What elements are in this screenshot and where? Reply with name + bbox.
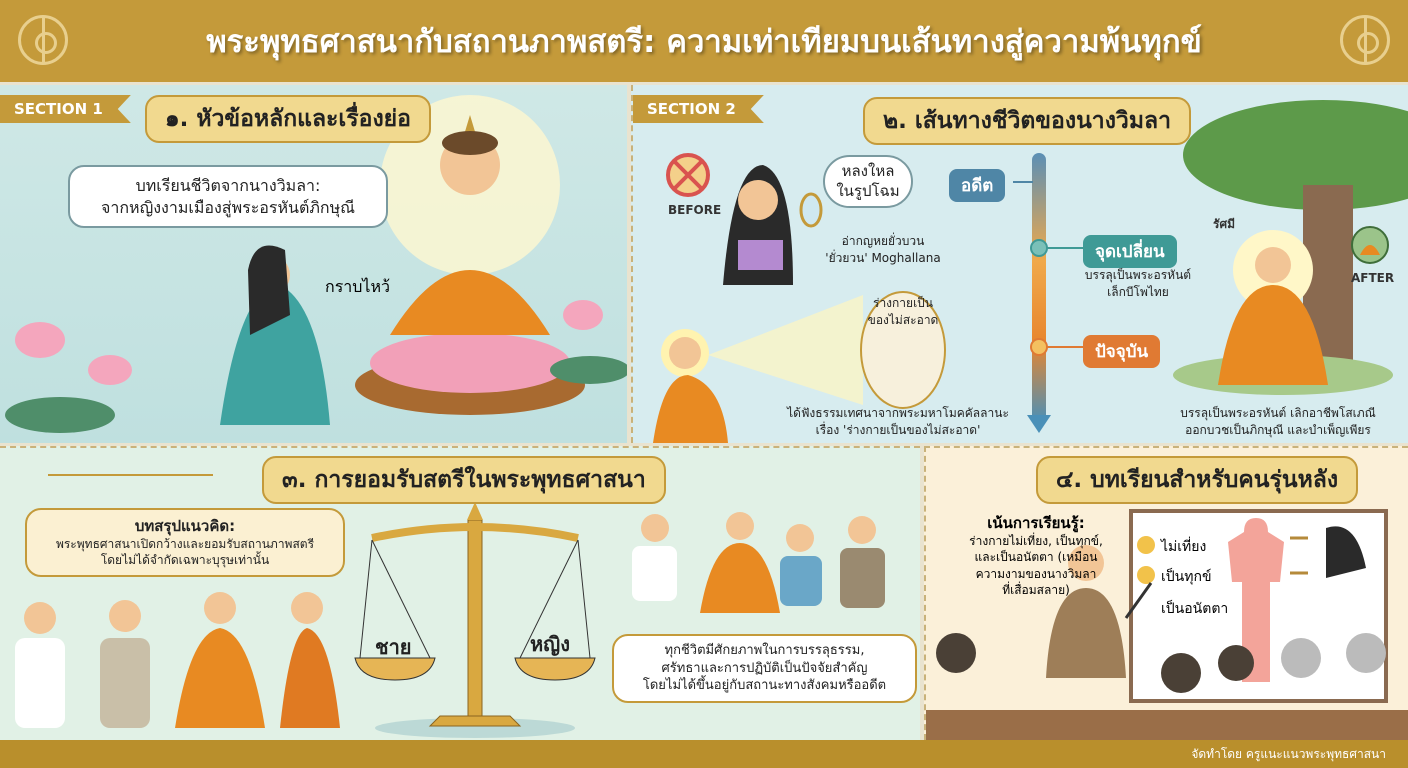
thought-bubble: หลงใหล ในรูปโฉม xyxy=(823,155,913,208)
section-3-panel: ๓. การยอมรับสตรีในพระพุทธศาสนา ชาย หญิง … xyxy=(0,446,920,740)
message-line: โดยไม่ได้ขึ้นอยู่กับสถานะทางสังคมหรืออดี… xyxy=(642,678,887,694)
caption-line: บรรลุเป็นพระอรหันต์ เลิกอาชีพโสเภณี xyxy=(1180,406,1376,420)
summary-heading: บทสรุปแนวคิด: xyxy=(134,517,236,535)
divider-line xyxy=(48,474,213,476)
scale-and-people-illustration xyxy=(15,502,885,738)
message-line: ศรัทธาและการปฏิบัติเป็นปัจจัยสำคัญ xyxy=(661,660,868,676)
section-2-title: ๒. เส้นทางชีวิตของนางวิมลา xyxy=(863,97,1192,145)
thought-line: ในรูปโฉม xyxy=(836,182,900,201)
section-3-title: ๓. การยอมรับสตรีในพระพุทธศาสนา xyxy=(262,456,666,504)
focus-heading: เน้นการเรียนรู้: xyxy=(987,514,1085,532)
timeline-present: ปัจจุบัน xyxy=(1083,335,1161,368)
section-2-panel: SECTION 2 ๒. เส้นทางชีวิตของนางวิมลา BEF… xyxy=(631,85,1408,443)
focus-text: เน้นการเรียนรู้: ร่างกายไม่เที่ยง, เป็นท… xyxy=(946,513,1126,598)
board-item: เป็นอนัตตา xyxy=(1161,601,1229,617)
timeline-turning-point: จุดเปลี่ยน xyxy=(1083,235,1177,268)
speech-bubble: บทเรียนชีวิตจากนางวิมลา: จากหญิงงามเมือง… xyxy=(68,165,388,229)
dharma-wheel-icon xyxy=(18,15,68,65)
header-banner: พระพุทธศาสนากับสถานภาพสตรี: ความเท่าเทีย… xyxy=(0,0,1408,82)
turning-point-caption: บรรลุเป็นพระอรหันต์ เล็กบีโพไทย xyxy=(1073,267,1203,301)
scale-label-women: หญิง xyxy=(530,632,570,656)
summary-line: พระพุทธศาสนาเปิดกว้างและยอมรับสถานภาพสตร… xyxy=(55,537,315,552)
message-line: ทุกชีวิตมีศักยภาพในการบรรลุธรรม, xyxy=(664,643,865,658)
caption-line: อ่ากญหยยั่วบวน xyxy=(841,234,925,248)
before-caption: อ่ากญหยยั่วบวน 'ยั่วยวน' Moghallana xyxy=(813,233,953,267)
message-box: ทุกชีวิตมีศักยภาพในการบรรลุธรรม, ศรัทธาแ… xyxy=(612,634,917,703)
page-title: พระพุทธศาสนากับสถานภาพสตรี: ความเท่าเทีย… xyxy=(206,24,1202,60)
before-label: BEFORE xyxy=(668,203,722,217)
caption-line: เล็กบีโพไทย xyxy=(1107,284,1169,299)
caption-line: ร่างกายเป็น xyxy=(873,296,933,310)
buddha-illustration xyxy=(5,95,627,433)
caption-line: บรรลุเป็นพระอรหันต์ xyxy=(1084,268,1192,282)
gesture-label: กราบไหว้ xyxy=(325,277,390,296)
section-4-panel: ๔. บทเรียนสำหรับคนรุ่นหลัง เน้นการเรียนร… xyxy=(924,446,1408,740)
speech-line: บทเรียนชีวิตจากนางวิมลา: xyxy=(135,176,321,195)
thought-line: หลงใหล xyxy=(841,162,895,180)
footer: จัดทำโดย ครูแนะแนวพระพุทธศาสนา xyxy=(0,740,1408,768)
focus-line: ความงามของนางวิมลา xyxy=(975,566,1097,581)
caption-line: 'ยั่วยวน' Moghallana xyxy=(825,250,941,265)
credit-text: จัดทำโดย ครูแนะแนวพระพุทธศาสนา xyxy=(1191,746,1386,761)
scale-label-men: ชาย xyxy=(375,635,412,659)
summary-line: โดยไม่ได้จำกัดเฉพาะบุรุษเท่านั้น xyxy=(100,553,270,568)
focus-line: และเป็นอนัตตา (เหมือน xyxy=(974,550,1098,565)
after-caption: บรรลุเป็นพระอรหันต์ เลิกอาชีพโสเภณี ออกบ… xyxy=(1153,405,1403,439)
section-1-ribbon: SECTION 1 xyxy=(0,95,131,123)
section-1-title: ๑. หัวข้อหลักและเรื่องย่อ xyxy=(145,95,431,143)
focus-line: ร่างกายไม่เที่ยง, เป็นทุกข์, xyxy=(969,534,1103,549)
halo-label: รัศมี xyxy=(1213,217,1235,231)
focus-line: ที่เสื่อมสลาย) xyxy=(1002,582,1070,597)
teaching-caption: ได้ฟังธรรมเทศนาจากพระมหาโมคคัลลานะ เรื่อ… xyxy=(773,405,1023,439)
dharma-wheel-icon xyxy=(1340,15,1390,65)
caption-line: ออกบวชเป็นภิกษุณี และบำเพ็ญเพียร xyxy=(1185,422,1371,437)
section-4-title: ๔. บทเรียนสำหรับคนรุ่นหลัง xyxy=(1036,456,1359,504)
board-item: เป็นทุกข์ xyxy=(1161,569,1212,585)
section-1-panel: SECTION 1 ๑. หัวข้อหลักและเรื่องย่อ บทเร… xyxy=(0,85,627,443)
caption-line: เรื่อง 'ร่างกายเป็นของไม่สะอาด' xyxy=(815,422,981,437)
summary-box: บทสรุปแนวคิด: พระพุทธศาสนาเปิดกว้างและยอ… xyxy=(25,508,345,577)
board-item: ไม่เที่ยง xyxy=(1161,539,1207,555)
section-2-ribbon: SECTION 2 xyxy=(633,95,764,123)
insight-text: ร่างกายเป็น ของไม่สะอาด xyxy=(863,295,943,329)
speech-line: จากหญิงงามเมืองสู่พระอรหันต์ภิกษุณี xyxy=(100,197,356,217)
classroom-illustration xyxy=(926,509,1408,740)
timeline-past: อดีต xyxy=(949,169,1006,202)
caption-line: ของไม่สะอาด xyxy=(867,312,939,327)
caption-line: ได้ฟังธรรมเทศนาจากพระมหาโมคคัลลานะ xyxy=(787,406,1009,420)
after-label: AFTER xyxy=(1351,271,1395,285)
timeline-illustration xyxy=(653,100,1408,443)
